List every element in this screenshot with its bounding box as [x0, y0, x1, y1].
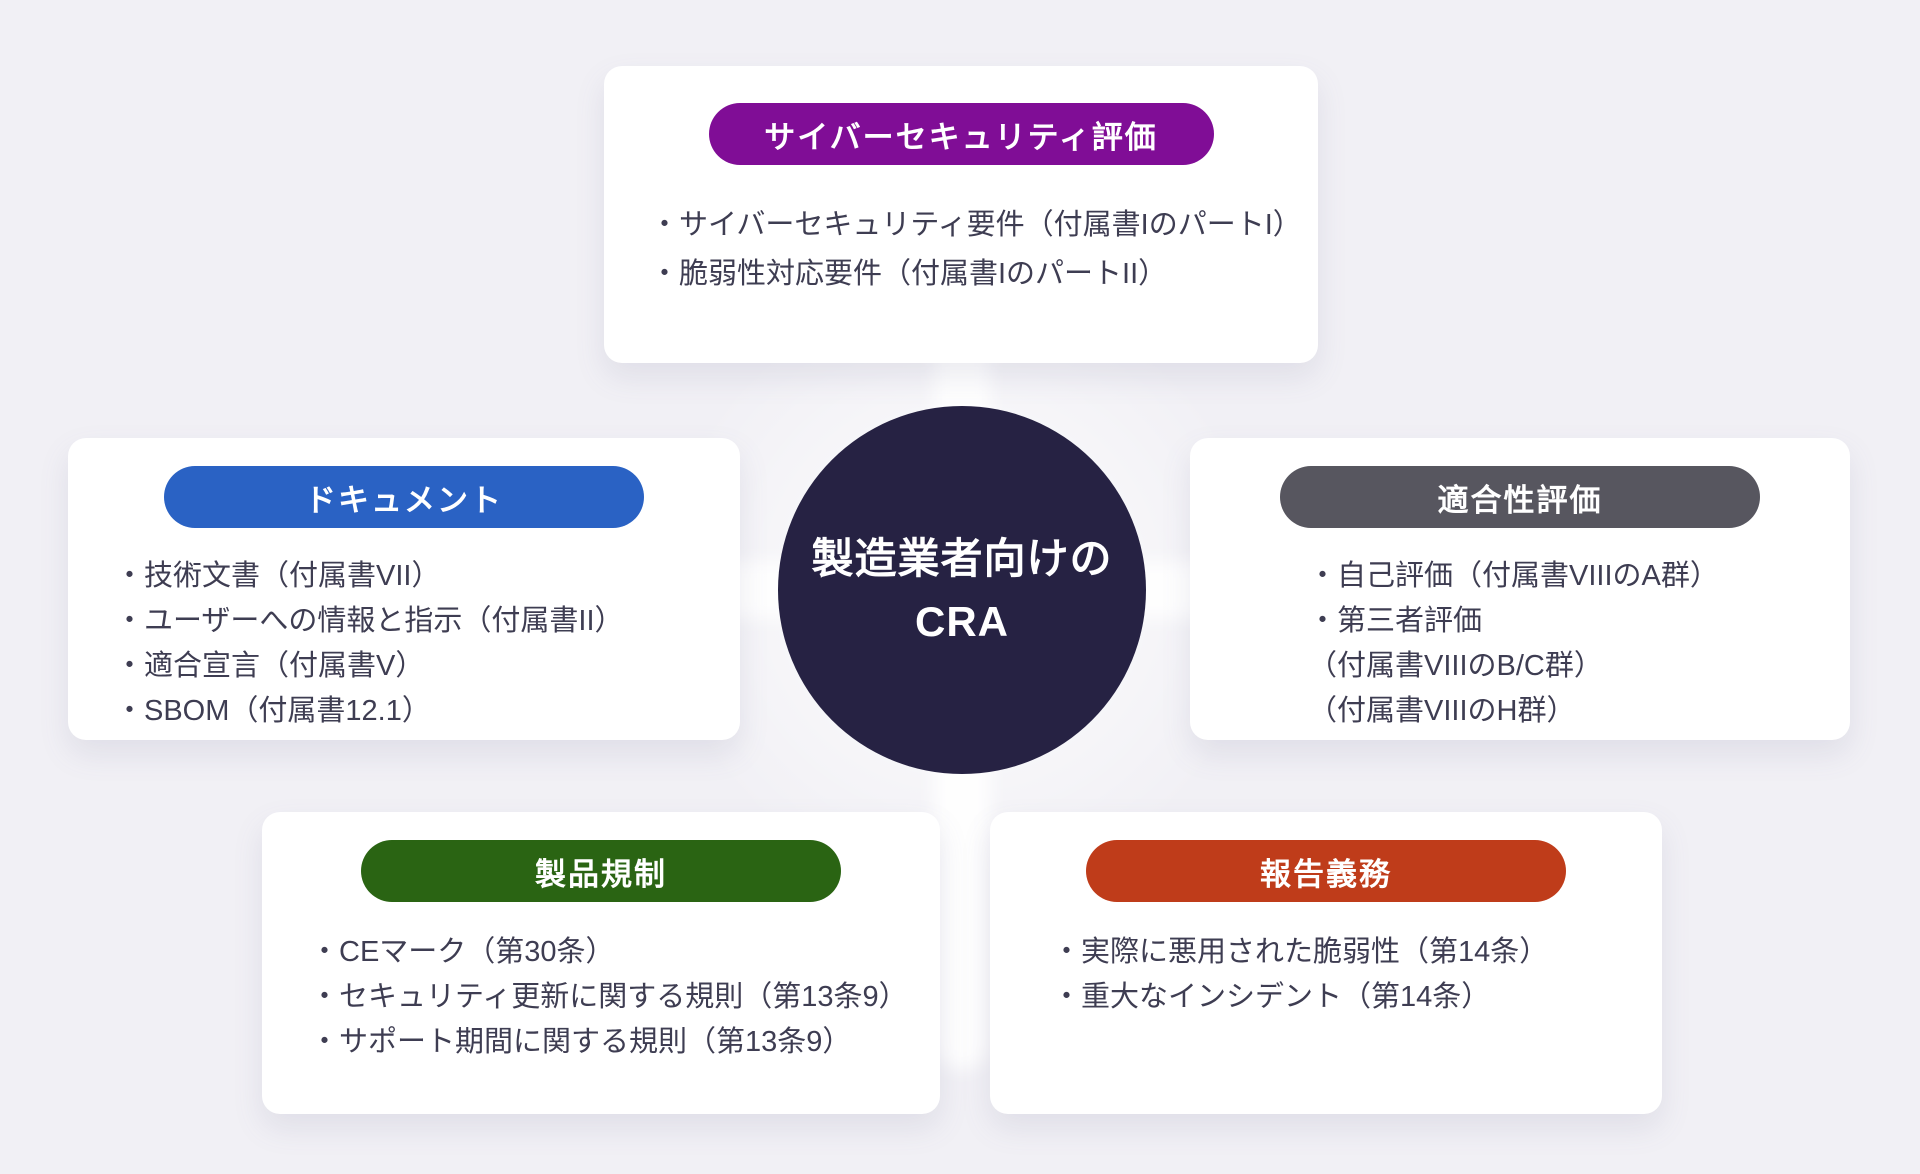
- card-cybersecurity-assessment: サイバーセキュリティ評価 ・サイバーセキュリティ要件（付属書IのパートI） ・脆…: [604, 66, 1318, 363]
- list-item: （付属書VIIIのH群）: [1308, 694, 1576, 727]
- list-item: ・第三者評価: [1308, 604, 1483, 637]
- list-item: ・CEマーク（第30条）: [310, 936, 615, 968]
- list-item: ・サポート期間に関する規則（第13条9）: [310, 1025, 852, 1058]
- card-documents: ドキュメント ・技術文書（付属書VII） ・ユーザーへの情報と指示（付属書II）…: [68, 438, 740, 740]
- list-item: ・サイバーセキュリティ要件（付属書IのパートI）: [650, 209, 1302, 241]
- list-item: （付属書VIIIのB/C群）: [1308, 649, 1603, 682]
- center-circle-title-line1: 製造業者向けの: [811, 535, 1113, 582]
- list-item: ・適合宣言（付属書V）: [115, 649, 425, 682]
- list-item: ・SBOM（付属書12.1）: [115, 694, 431, 727]
- list-item: ・ユーザーへの情報と指示（付属書II）: [115, 604, 624, 637]
- product-regulation-badge: 製品規制: [361, 840, 841, 902]
- reporting-obligations-badge: 報告義務: [1086, 840, 1566, 902]
- list-item: ・セキュリティ更新に関する規則（第13条9）: [310, 980, 908, 1013]
- card-reporting-obligations: 報告義務 ・実際に悪用された脆弱性（第14条） ・重大なインシデント（第14条）: [990, 812, 1662, 1114]
- conformity-assessment-items: ・自己評価（付属書VIIIのA群） ・第三者評価 （付属書VIIIのB/C群） …: [1190, 554, 1850, 734]
- list-item: ・脆弱性対応要件（付属書IのパートII）: [650, 258, 1168, 291]
- cybersecurity-assessment-items: ・サイバーセキュリティ要件（付属書IのパートI） ・脆弱性対応要件（付属書Iのパ…: [604, 201, 1318, 300]
- cybersecurity-assessment-badge: サイバーセキュリティ評価: [708, 103, 1214, 165]
- reporting-obligations-items: ・実際に悪用された脆弱性（第14条） ・重大なインシデント（第14条）: [990, 930, 1662, 1020]
- documents-badge: ドキュメント: [164, 466, 644, 528]
- list-item: ・重大なインシデント（第14条）: [1052, 980, 1491, 1013]
- center-circle: 製造業者向けの CRA: [778, 406, 1146, 774]
- list-item: ・技術文書（付属書VII）: [115, 560, 441, 592]
- card-conformity-assessment: 適合性評価 ・自己評価（付属書VIIIのA群） ・第三者評価 （付属書VIIIの…: [1190, 438, 1850, 740]
- center-circle-title-line2: CRA: [915, 598, 1009, 645]
- documents-items: ・技術文書（付属書VII） ・ユーザーへの情報と指示（付属書II） ・適合宣言（…: [68, 554, 740, 734]
- card-product-regulation: 製品規制 ・CEマーク（第30条） ・セキュリティ更新に関する規則（第13条9）…: [262, 812, 940, 1114]
- conformity-assessment-badge: 適合性評価: [1280, 466, 1760, 528]
- list-item: ・実際に悪用された脆弱性（第14条）: [1052, 936, 1549, 968]
- list-item: ・自己評価（付属書VIIIのA群）: [1308, 560, 1719, 592]
- product-regulation-items: ・CEマーク（第30条） ・セキュリティ更新に関する規則（第13条9） ・サポー…: [262, 930, 940, 1065]
